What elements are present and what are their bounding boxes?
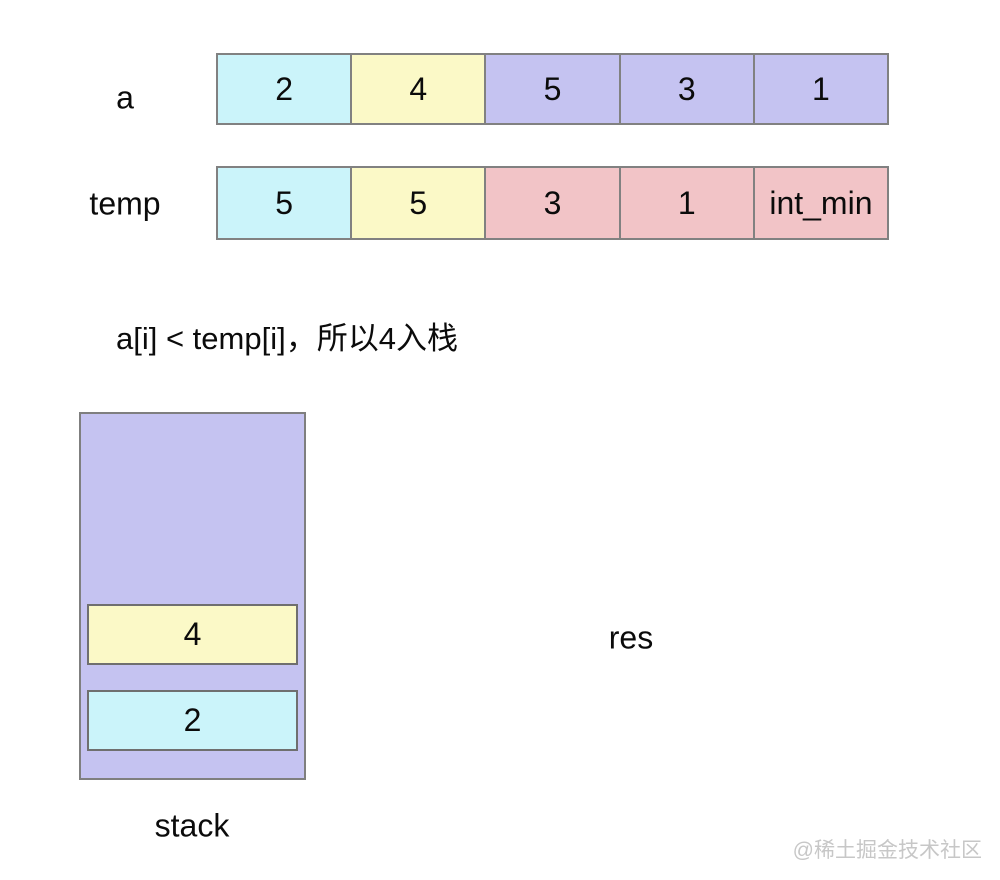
array-a-cell: 4 [350,55,485,123]
push-explanation-caption: a[i] < temp[i]，所以4入栈 [116,321,458,356]
stack-item: 4 [87,604,298,665]
array-temp-cell: 1 [618,168,753,238]
community-watermark: @稀土掘金技术社区 [792,839,982,862]
array-a-cell: 2 [218,55,351,123]
res-label: res [608,619,654,656]
array-temp-cell: 5 [218,168,351,238]
array-temp-label: temp [89,185,161,222]
array-temp-cell: 3 [484,168,619,238]
array-a-cell: 5 [484,55,619,123]
array-temp-cell: int_min [752,168,888,238]
stack-item: 2 [87,690,298,751]
stack-label: stack [154,807,230,844]
array-a-label: a [116,79,134,116]
array-temp-cell: 5 [350,168,485,238]
array-a-cell: 1 [752,55,888,123]
array-a-cell: 3 [618,55,753,123]
